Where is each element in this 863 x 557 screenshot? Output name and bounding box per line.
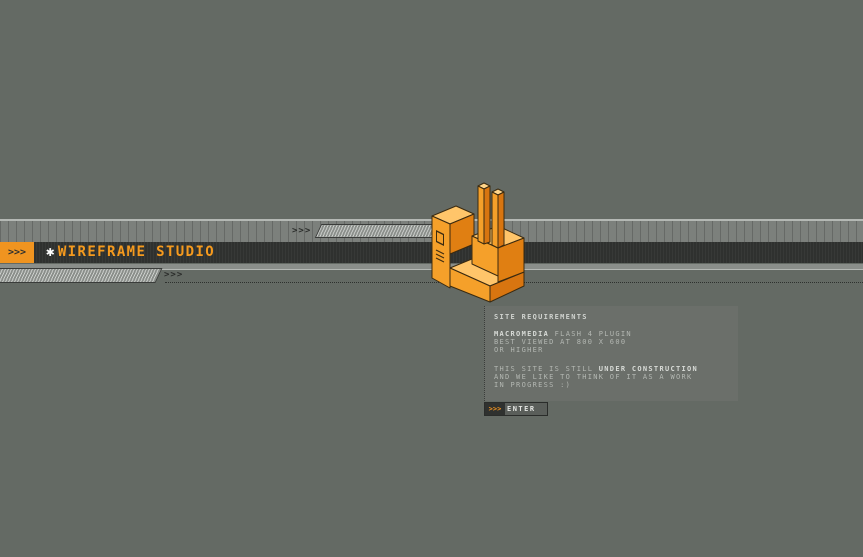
construction-line: THIS SITE IS STILL UNDER CONSTRUCTION [494, 365, 698, 373]
under-construction: UNDER CONSTRUCTION [598, 365, 699, 373]
rail-bottom-arrows: >>> [164, 270, 184, 280]
plugin-brand: MACROMEDIA [494, 330, 550, 338]
rail-top-grille [314, 224, 442, 238]
asterisk-icon: ✱ [46, 244, 56, 260]
progress-line: IN PROGRESS :) [494, 381, 572, 389]
site-title: ✱WIREFRAME STUDIO [46, 244, 215, 261]
enter-arrows-icon: >>> [485, 403, 505, 415]
rail-top-arrows: >>> [292, 226, 312, 236]
best-viewed-line: BEST VIEWED AT 800 X 600 [494, 338, 627, 346]
plugin-rest: FLASH 4 PLUGIN [549, 330, 632, 338]
or-higher-line: OR HIGHER [494, 346, 544, 354]
requirements-heading: SITE REQUIREMENTS [494, 313, 588, 321]
enter-label: ENTER [507, 405, 536, 413]
still-prefix: THIS SITE IS STILL [494, 365, 599, 373]
enter-button[interactable]: >>> ENTER [484, 402, 548, 416]
site-title-text: WIREFRAME STUDIO [57, 244, 216, 260]
plugin-line: MACROMEDIA FLASH 4 PLUGIN [494, 330, 632, 338]
isometric-building-logo [431, 182, 525, 303]
requirements-panel: SITE REQUIREMENTS MACROMEDIA FLASH 4 PLU… [484, 306, 738, 401]
work-line: AND WE LIKE TO THINK OF IT AS A WORK [494, 373, 693, 381]
rail-bottom-grille [0, 268, 163, 283]
nav-tab-arrows[interactable]: >>> [0, 242, 34, 263]
